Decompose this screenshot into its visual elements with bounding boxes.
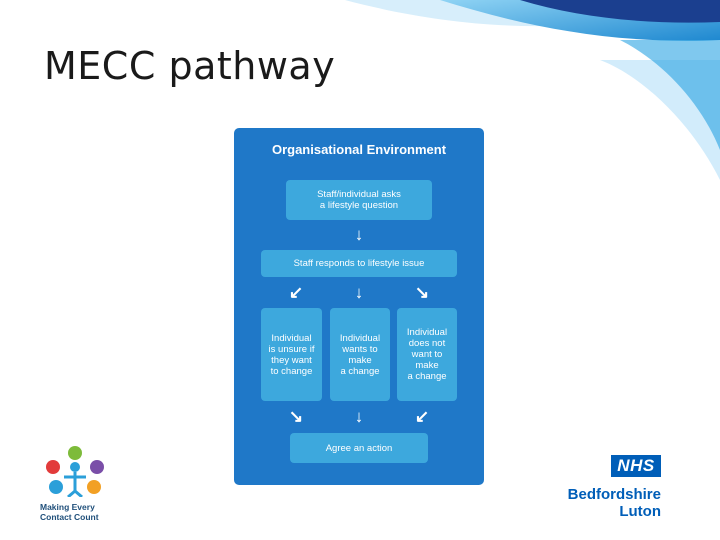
mecc-logo-text: Making Every Contact Count (40, 502, 99, 522)
arrow-down-left-icon: ↙ (414, 407, 430, 426)
step-agree-action: Agree an action (290, 433, 428, 463)
step-staff-responds: Staff responds to lifestyle issue (261, 250, 457, 277)
option-no-change: Individual does not want to make a chang… (397, 308, 457, 401)
arrow-down-icon: ↓ (354, 283, 364, 302)
step-ask-question: Staff/individual asks a lifestyle questi… (286, 180, 432, 220)
mecc-logo-icon (46, 446, 104, 497)
mecc-pathway-diagram: Organisational Environment Staff/individ… (234, 128, 484, 485)
arrow-down-icon: ↓ (354, 407, 364, 426)
nhs-logo-badge: NHS (611, 455, 661, 477)
option-unsure: Individual is unsure if they want to cha… (261, 308, 322, 401)
trust-name: Bedfordshire Luton (567, 486, 661, 520)
arrow-down-icon: ↓ (354, 225, 364, 244)
diagram-heading: Organisational Environment (271, 142, 447, 157)
arrow-down-right-icon: ↘ (288, 407, 304, 426)
option-wants-change: Individual wants to make a change (330, 308, 390, 401)
arrow-down-left-icon: ↙ (288, 283, 304, 302)
arrow-down-right-icon: ↘ (414, 283, 430, 302)
slide-title: MECC pathway (44, 44, 336, 88)
